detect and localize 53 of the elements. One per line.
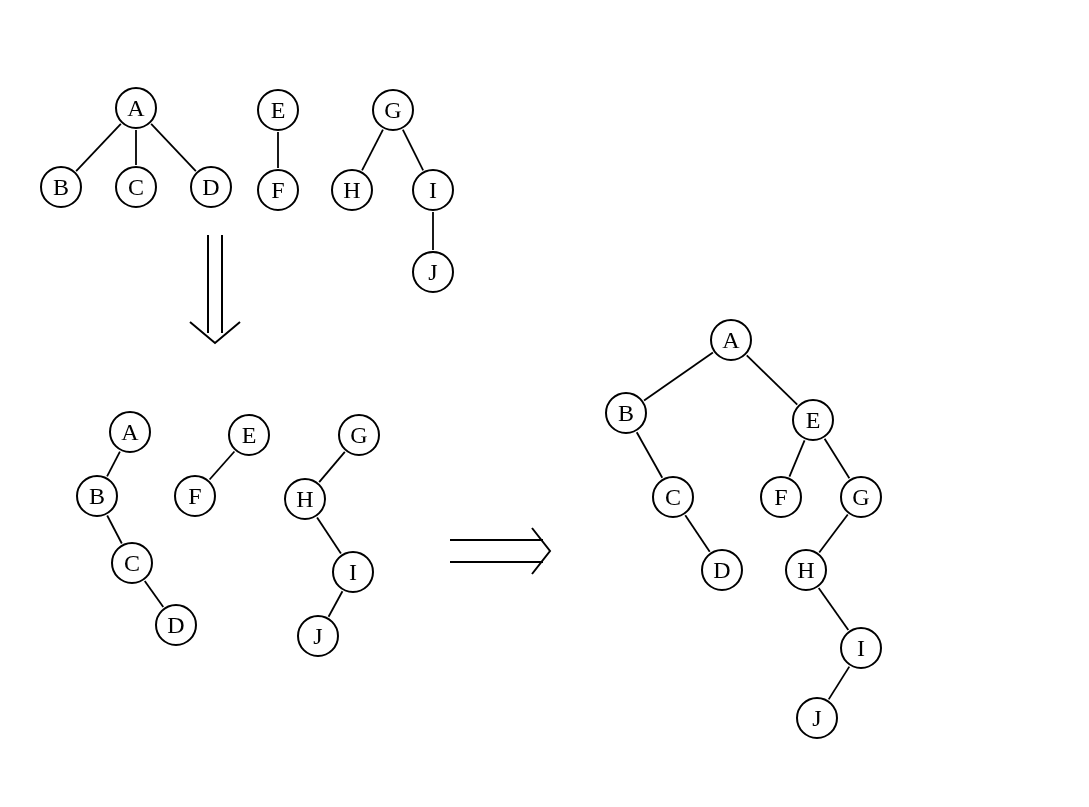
tree-node-circle: F — [174, 475, 216, 517]
tree-edge — [818, 513, 849, 554]
tree-edge — [327, 590, 344, 618]
tree-node-circle: B — [605, 392, 647, 434]
tree-edge — [316, 516, 342, 555]
tree-edge — [788, 439, 806, 478]
tree-edge — [401, 128, 425, 172]
tree-node-circle: D — [190, 166, 232, 208]
tree-edge — [106, 450, 121, 478]
tree-node-circle: J — [297, 615, 339, 657]
tree-node-circle: A — [710, 319, 752, 361]
tree-node-circle: F — [257, 169, 299, 211]
tree-edge — [150, 123, 197, 172]
tree-node-circle: E — [257, 89, 299, 131]
tree-node-circle: J — [796, 697, 838, 739]
tree-node-circle: F — [760, 476, 802, 518]
tree-edge — [432, 211, 434, 251]
tree-edge — [143, 580, 165, 608]
tree-node-circle: A — [115, 87, 157, 129]
tree-node-circle: J — [412, 251, 454, 293]
tree-node-circle: I — [412, 169, 454, 211]
tree-edge — [318, 450, 346, 484]
tree-edge — [745, 354, 799, 406]
tree-node-circle: H — [785, 549, 827, 591]
tree-edge — [106, 514, 123, 545]
tree-node-circle: G — [338, 414, 380, 456]
tree-edge — [817, 587, 850, 631]
tree-node-circle: I — [840, 627, 882, 669]
tree-edge — [823, 437, 851, 480]
tree-node-circle: C — [111, 542, 153, 584]
tree-node-circle: D — [701, 549, 743, 591]
tree-node-circle: C — [652, 476, 694, 518]
tree-node-circle: D — [155, 604, 197, 646]
tree-node-circle: E — [792, 399, 834, 441]
tree-edge — [75, 123, 122, 172]
tree-node-circle: B — [76, 475, 118, 517]
tree-edge — [361, 128, 384, 172]
tree-node-circle: A — [109, 411, 151, 453]
tree-edge — [277, 131, 279, 169]
tree-node-circle: B — [40, 166, 82, 208]
tree-edge — [643, 351, 714, 402]
tree-node-circle: G — [372, 89, 414, 131]
tree-node-circle: G — [840, 476, 882, 518]
tree-node-circle: H — [331, 169, 373, 211]
tree-node-circle: E — [228, 414, 270, 456]
tree-edge — [135, 129, 137, 166]
tree-edge — [635, 431, 664, 479]
tree-node-circle: C — [115, 166, 157, 208]
tree-node-circle: H — [284, 478, 326, 520]
tree-edge — [684, 514, 711, 553]
tree-edge — [827, 665, 851, 701]
tree-edge — [208, 450, 236, 481]
tree-node-circle: I — [332, 551, 374, 593]
